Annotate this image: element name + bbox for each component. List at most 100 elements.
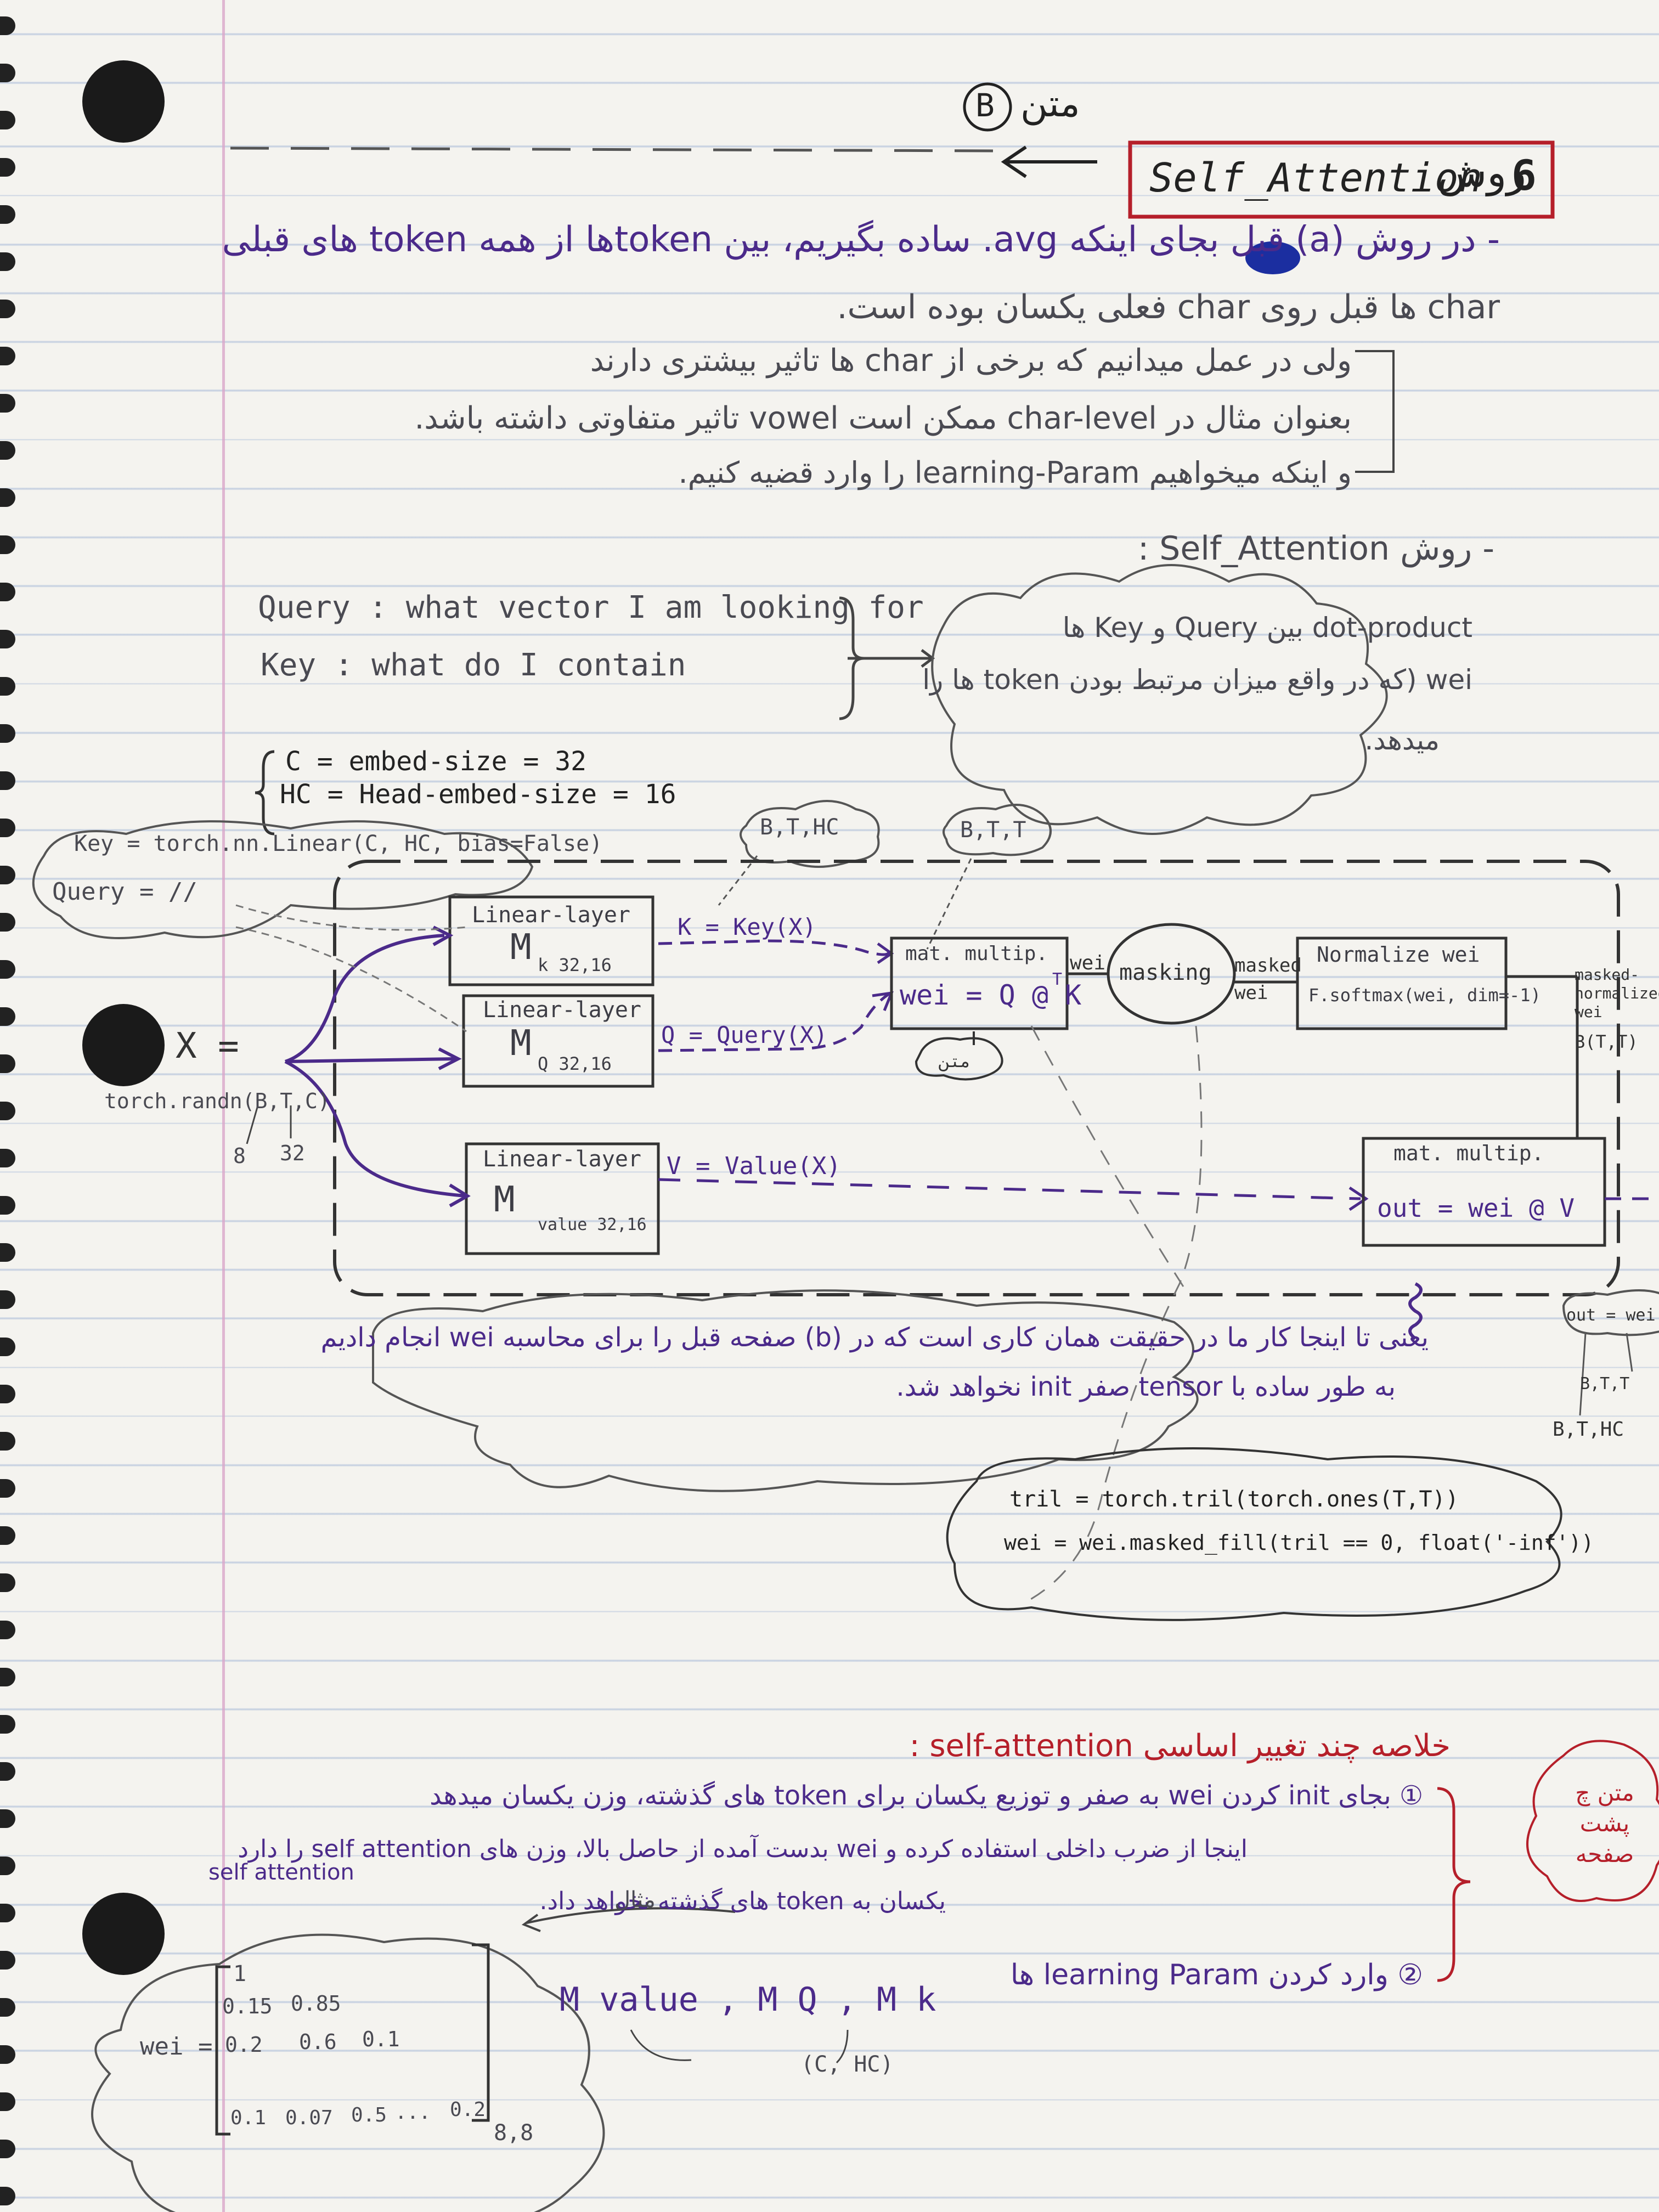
masked-wei-label: masked wei bbox=[1234, 955, 1302, 1004]
spiral-ring bbox=[0, 1290, 15, 1309]
summary-params-shape: (C, HC) bbox=[801, 2052, 894, 2077]
value-box-m: M bbox=[494, 1180, 515, 1220]
spiral-ring bbox=[0, 960, 15, 979]
summary-item-2: ② وارد کردن learning Param ها bbox=[1010, 1959, 1423, 1991]
spiral-ring bbox=[0, 771, 15, 790]
spiral-ring bbox=[0, 535, 15, 554]
summary-item-1c: یکسان به token های گذشته نخواهد داد. bbox=[539, 1887, 946, 1915]
x-dim-c: 32 bbox=[280, 1141, 305, 1165]
top-note-letter: B bbox=[975, 87, 995, 124]
out-shape-bthc: B,T,HC bbox=[1553, 1418, 1624, 1441]
spiral-ring bbox=[0, 488, 15, 507]
spiral-ring bbox=[0, 630, 15, 648]
summary-item-1b: اینجا از ضرب داخلی استفاده کرده و wei بد… bbox=[238, 1835, 1248, 1863]
matrix-size: 8,8 bbox=[494, 2120, 534, 2146]
spiral-ring bbox=[0, 347, 15, 365]
out-shape-btt: B,T,T bbox=[1580, 1374, 1630, 1393]
intro-line-5: و اینکه میخواهیم learning-Param را وارد … bbox=[678, 455, 1352, 490]
spiral-ring bbox=[0, 111, 15, 129]
margin-line bbox=[222, 0, 225, 2212]
matrix-cell-r2c1: 0.6 bbox=[299, 2030, 337, 2054]
matrix-label: wei = bbox=[140, 2033, 213, 2061]
matmul-note: متن bbox=[939, 1051, 971, 1071]
shape-bthc-bubble: B,T,HC bbox=[760, 815, 839, 840]
spiral-ring bbox=[0, 1904, 15, 1922]
binder-hole-bottom bbox=[82, 1893, 165, 1975]
matrix-cell-r2c2: 0.1 bbox=[362, 2027, 400, 2051]
top-note: متن bbox=[1020, 82, 1080, 126]
matrix-cell-r3c3: ... bbox=[395, 2101, 431, 2124]
summary-item-1: ① بجای init کردن wei به صفر و توزیع یکسا… bbox=[430, 1780, 1423, 1811]
key-definition: Key : what do I contain bbox=[261, 647, 686, 683]
matrix-cell-r3c0: 0.1 bbox=[230, 2107, 267, 2129]
spiral-ring bbox=[0, 2045, 15, 2064]
matrix-cell-r1c1: 0.85 bbox=[291, 1991, 341, 2016]
spiral-ring bbox=[0, 1479, 15, 1498]
summary-example-label: مثال bbox=[614, 1887, 656, 1912]
masked-normalized-label: masked-normalized wei bbox=[1575, 966, 1659, 1021]
spiral-ring bbox=[0, 1054, 15, 1073]
x-label: X = bbox=[176, 1026, 239, 1066]
summary-heading: خلاصه چند تغییر اساسی self-attention : bbox=[909, 1728, 1451, 1764]
query-definition: Query : what vector I am looking for bbox=[258, 590, 924, 625]
spiral-ring bbox=[0, 252, 15, 271]
matrix-cell-r3c2: 0.5 bbox=[351, 2104, 387, 2126]
c-dim: C = embed-size = 32 bbox=[285, 746, 587, 777]
x-dim-b: 8 bbox=[233, 1144, 246, 1168]
intro-line-1: - در روش (a) قبل بجای اینکه avg. ساده بگ… bbox=[222, 219, 1500, 260]
tril-line-1: tril = torch.tril(torch.ones(T,T)) bbox=[1009, 1487, 1459, 1512]
normalize-title: Normalize wei bbox=[1317, 943, 1480, 967]
spiral-ring bbox=[0, 1668, 15, 1686]
key-box-m: M bbox=[510, 927, 532, 968]
spiral-ring bbox=[0, 1102, 15, 1120]
matrix-cell-r1c0: 0.15 bbox=[222, 1994, 273, 2018]
spiral-ring bbox=[0, 866, 15, 884]
spiral-ring bbox=[0, 441, 15, 460]
spiral-ring bbox=[0, 583, 15, 601]
q-expression: Q = Query(X) bbox=[661, 1022, 828, 1048]
page-title: Self_Attention bbox=[1149, 155, 1482, 201]
binder-hole-middle bbox=[82, 1004, 165, 1086]
spiral-ring bbox=[0, 1149, 15, 1167]
intro-line-3: ولی در عمل میدانیم که برخی از char ها تا… bbox=[590, 343, 1352, 379]
note-cloud-line-1: یعنی تا اینجا کار ما در حقیقت همان کاری … bbox=[320, 1322, 1429, 1353]
out-label: out = wei bbox=[1566, 1306, 1656, 1325]
matrix-cell-r3c4: 0.2 bbox=[450, 2098, 486, 2121]
matrix-cell-r0c0: 1 bbox=[233, 1961, 247, 1987]
spiral-ring bbox=[0, 2140, 15, 2158]
spiral-ring bbox=[0, 1762, 15, 1781]
top-note-text: متن bbox=[1020, 82, 1080, 126]
spiral-ring bbox=[0, 64, 15, 82]
spiral-ring bbox=[0, 677, 15, 696]
spiral-ring bbox=[0, 1809, 15, 1828]
k-expression: K = Key(X) bbox=[678, 913, 816, 940]
spiral-ring bbox=[0, 1007, 15, 1026]
cloud-text-2: wei (که در واقع میزان مرتبط بودن token ه… bbox=[922, 664, 1472, 696]
title-prefix: روش bbox=[1437, 149, 1526, 196]
wei-arrow-label: wei bbox=[1070, 952, 1106, 974]
matrix-cell-r2c0: 0.2 bbox=[225, 2033, 263, 2057]
matmul2-title: mat. multip. bbox=[1393, 1141, 1544, 1165]
spiral-ring bbox=[0, 300, 15, 318]
spiral-ring bbox=[0, 913, 15, 932]
key-box-sub: k 32,16 bbox=[538, 955, 612, 975]
spiral-ring bbox=[0, 1621, 15, 1639]
summary-side-note: متن چ پشت صفحه bbox=[1575, 1779, 1634, 1867]
spiral-ring bbox=[0, 1951, 15, 1970]
spiral-ring bbox=[0, 1243, 15, 1262]
spiral-ring bbox=[0, 1385, 15, 1403]
masking-label: masking bbox=[1119, 960, 1212, 985]
spiral-ring bbox=[0, 1573, 15, 1592]
summary-self-attention-label: self attention bbox=[208, 1860, 354, 1885]
query-box-sub: Q 32,16 bbox=[538, 1053, 612, 1074]
hc-dim: HC = Head-embed-size = 16 bbox=[280, 779, 676, 810]
matmul-title: mat. multip. bbox=[905, 943, 1048, 965]
spiral-ring bbox=[0, 1196, 15, 1215]
masked-normalized-shape: B(T,T) bbox=[1575, 1031, 1638, 1052]
spiral-ring bbox=[0, 1857, 15, 1875]
key-linear-def: Key = torch.nn.Linear(C, HC, bias=False) bbox=[74, 831, 603, 856]
matmul-expression: wei = Q @ K bbox=[900, 979, 1082, 1011]
query-linear-def: Query = // bbox=[52, 878, 198, 906]
